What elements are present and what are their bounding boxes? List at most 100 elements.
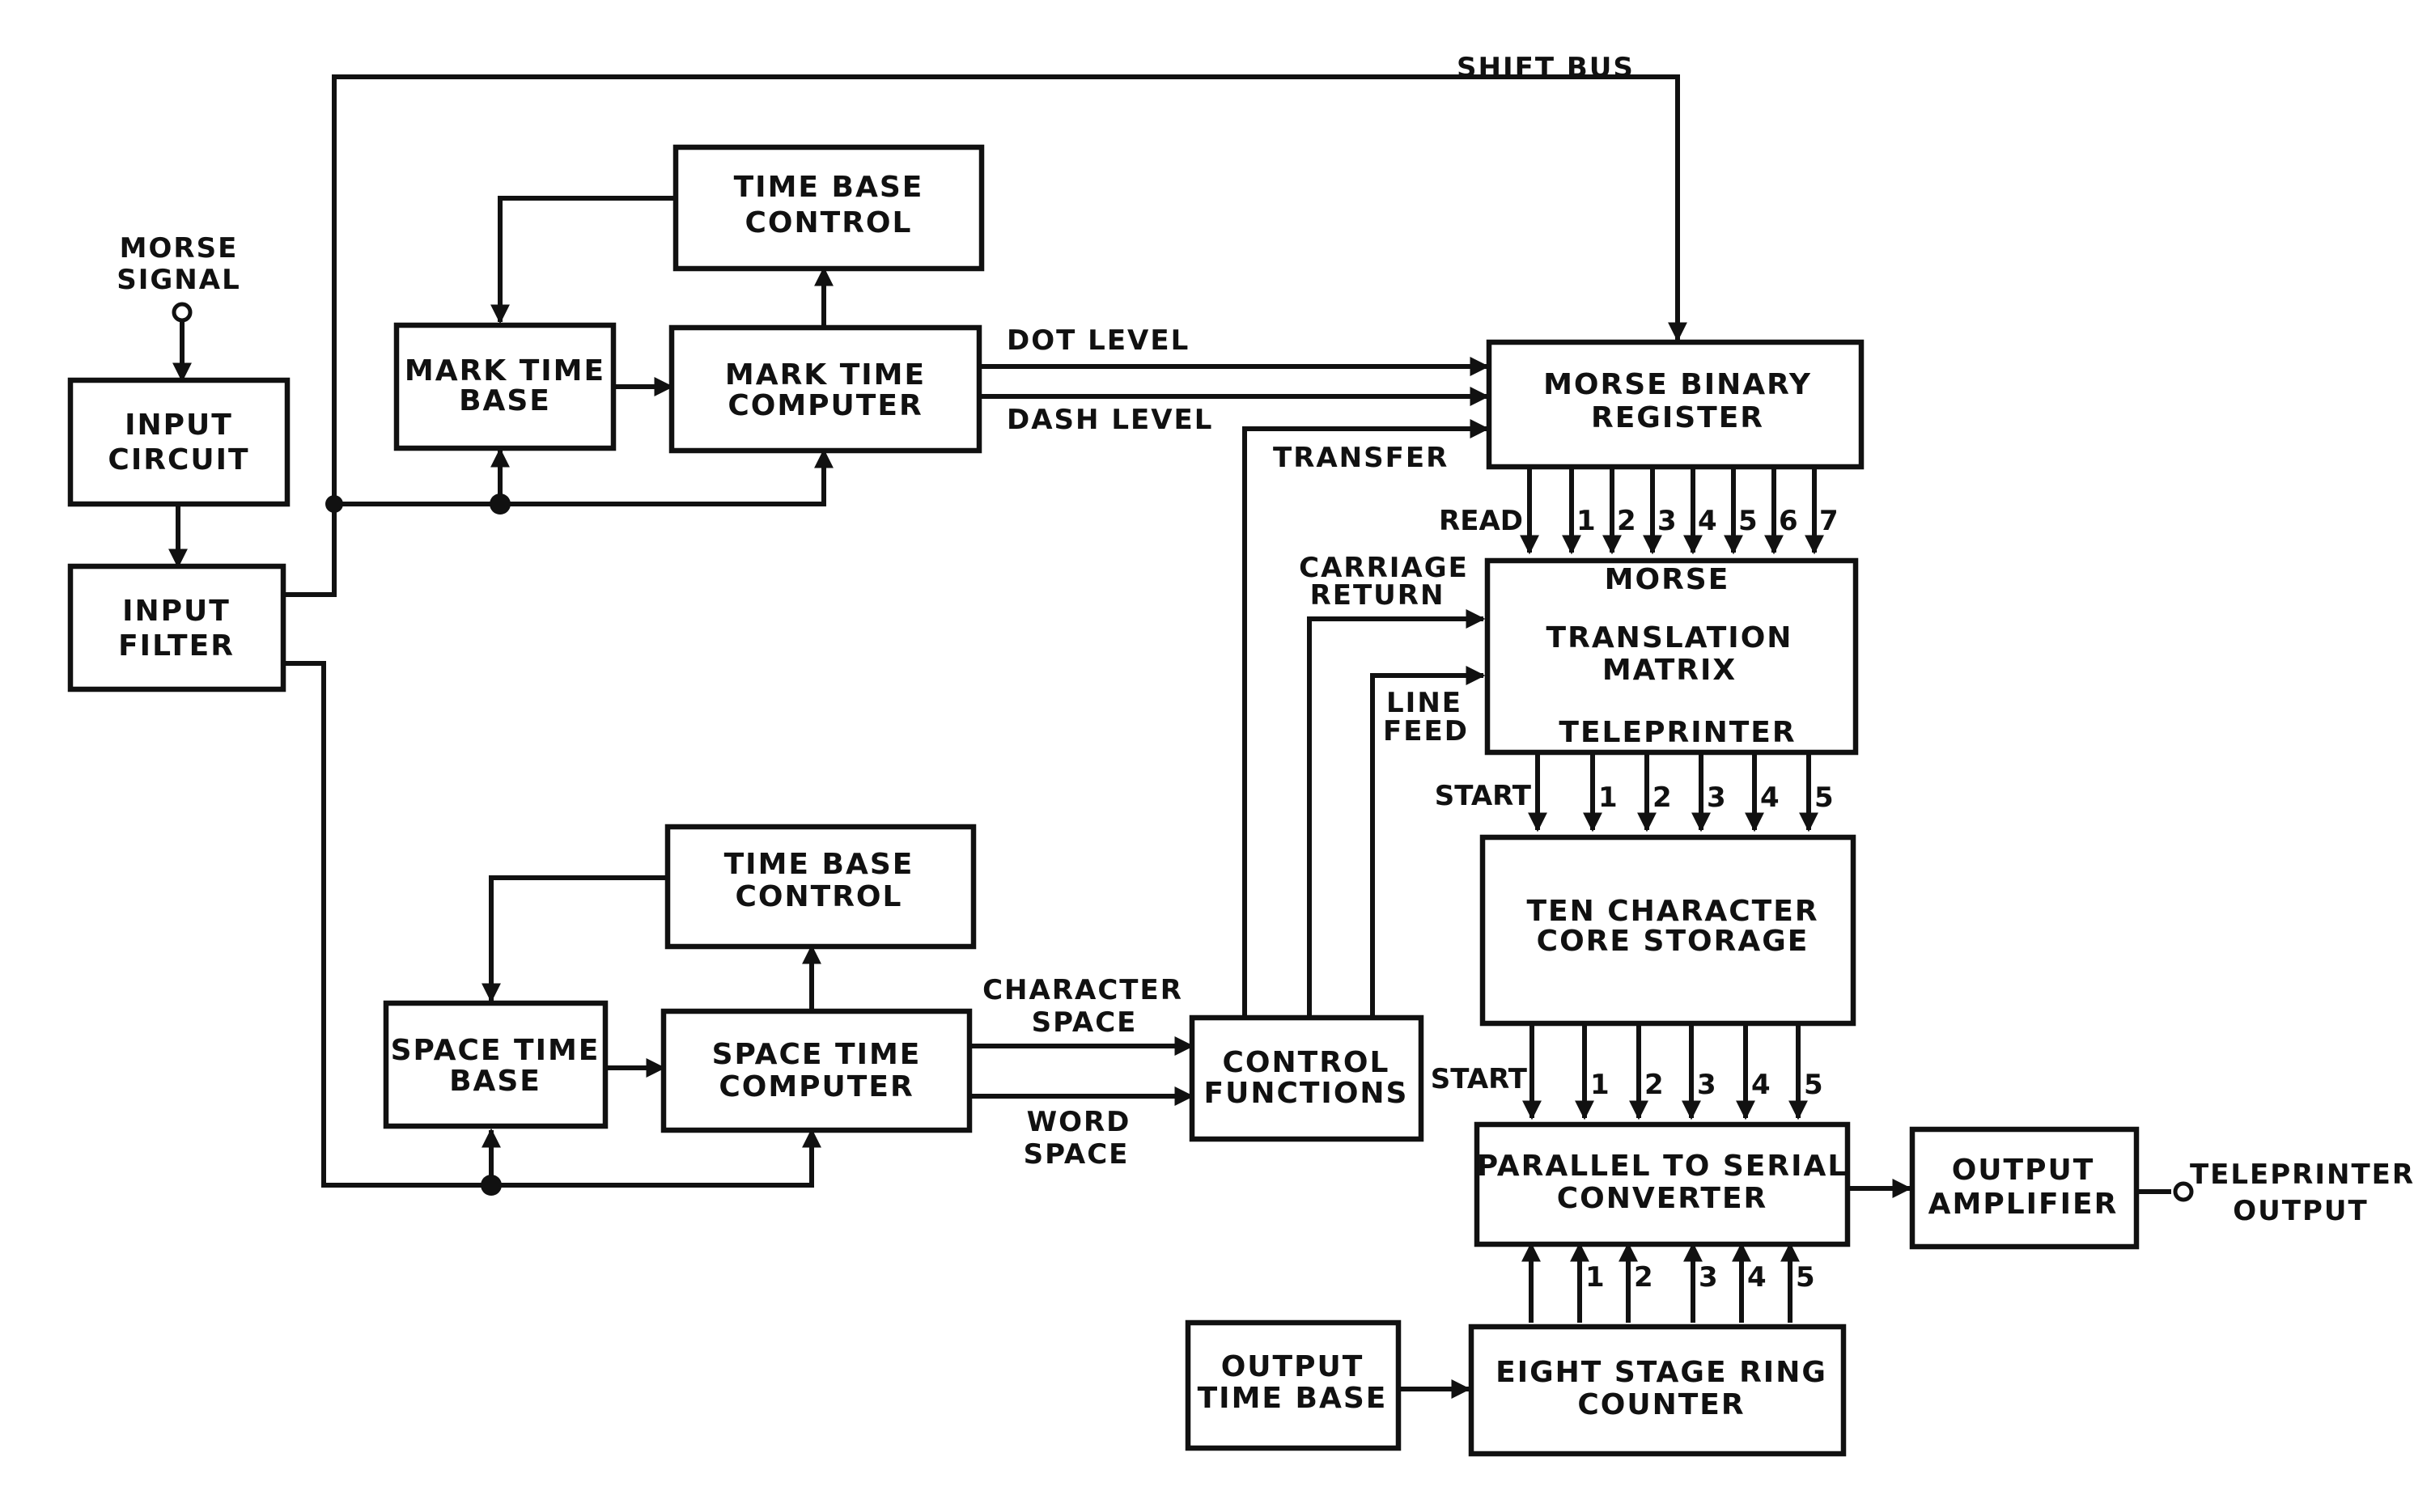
block-label: MATRIX [1602,654,1737,687]
block-mark-time-base: MARK TIME BASE [393,322,617,451]
block-label: FILTER [118,629,235,663]
bus-counter-to-converter [1521,1242,1800,1323]
block-label: COMPUTER [728,389,923,422]
block-label: CONTROL [1223,1046,1390,1079]
dot-level-label: DOT LEVEL [1007,324,1190,357]
block-label: SPACE TIME [712,1038,922,1071]
line-feed-label: FEED [1383,715,1469,748]
word-space-label: WORD [1027,1106,1131,1138]
block-label: TIME BASE [1198,1382,1388,1415]
block-space-time-base: SPACE TIME BASE [383,1000,609,1129]
block-input-filter: INPUT FILTER [67,563,286,692]
bus-label: 6 [1779,505,1798,537]
bus-label: 2 [1652,781,1672,814]
bus-label: START [1431,1063,1528,1095]
bus-label: 5 [1804,1069,1823,1101]
block-ring-counter: EIGHT STAGE RING COUNTER [1468,1324,1847,1457]
junction-dot [481,1175,502,1196]
word-space-label: SPACE [1024,1138,1130,1171]
block-time-base-control-top: TIME BASE CONTROL [672,144,985,272]
shift-bus-label: SHIFT BUS [1457,52,1635,84]
bus-label: 7 [1819,505,1839,537]
bus-label: 2 [1644,1069,1664,1101]
connection-lines [168,74,2171,1399]
block-label: INPUT [122,595,231,628]
block-input-circuit: INPUT CIRCUIT [67,377,291,507]
signal-labels: MORSE SIGNAL TELEPRINTER OUTPUT SHIFT BU… [117,52,2413,1227]
bus-label: 4 [1760,781,1780,814]
bus-storage-to-converter [1522,1023,1808,1120]
bus-label: 5 [1814,781,1834,814]
wire-tbc-to-stb [482,875,668,1003]
bus-labels-register: READ 1 2 3 4 5 6 7 [1439,505,1839,537]
block-output-amplifier: OUTPUT AMPLIFIER [1909,1126,2140,1250]
bus-register-to-matrix [1520,467,1824,555]
wire-line-feed [1370,666,1486,1018]
block-label: MARK TIME [725,358,926,392]
block-label: MARK TIME [405,354,605,388]
block-mark-time-computer: MARK TIME COMPUTER [668,324,982,454]
block-translation-matrix: MORSE TRANSLATION MATRIX TELEPRINTER [1484,557,1859,756]
bus-label: 3 [1699,1261,1718,1294]
bus-label: 4 [1747,1261,1767,1294]
block-label: COMPUTER [719,1070,914,1103]
block-label: BASE [449,1065,541,1098]
line-feed-label: LINE [1386,687,1462,719]
wire-tbc-to-mtb [490,196,676,324]
transfer-label: TRANSFER [1273,442,1449,474]
bus-label: 1 [1590,1069,1610,1101]
input-terminal-icon [172,302,193,323]
block-output-time-base: OUTPUT TIME BASE [1185,1319,1402,1451]
bus-label: 1 [1576,505,1596,537]
bus-label: 3 [1657,505,1677,537]
block-label: OUTPUT [1221,1350,1364,1383]
dash-level-label: DASH LEVEL [1007,404,1213,436]
block-label: CORE STORAGE [1537,925,1809,958]
bus-label: 3 [1697,1069,1716,1101]
block-label: BASE [459,384,551,417]
carriage-return-label: CARRIAGE [1299,552,1469,584]
bus-labels-storage: START 1 2 3 4 5 [1431,1063,1823,1101]
morse-signal-label: SIGNAL [117,264,240,296]
block-label: COUNTER [1577,1388,1745,1421]
block-control-functions: CONTROL FUNCTIONS [1189,1014,1424,1142]
block-label: PARALLEL TO SERIAL [1477,1150,1848,1183]
bus-label: 3 [1707,781,1726,814]
junction-dot [325,495,343,513]
block-label: TIME BASE [734,171,924,204]
block-label: INPUT [125,409,233,442]
block-label: EIGHT STAGE RING [1496,1356,1827,1389]
block-label: CONTROL [745,206,913,239]
block-label: TEN CHARACTER [1526,895,1818,928]
block-label: REGISTER [1591,401,1764,434]
junction-dot [490,493,511,515]
block-label: CONTROL [736,880,903,913]
bus-label: 1 [1585,1261,1605,1294]
teleprinter-output-label: OUTPUT [2233,1195,2368,1227]
bus-label: 4 [1698,505,1717,537]
block-space-time-computer: SPACE TIME COMPUTER [660,1008,973,1133]
bus-label: 5 [1796,1261,1815,1294]
matrix-top-label: MORSE [1605,563,1730,596]
block-time-base-control-bottom: TIME BASE CONTROL [664,824,977,950]
block-morse-binary-register: MORSE BINARY REGISTER [1486,339,1865,470]
block-label: TRANSLATION [1546,621,1793,654]
junctions [172,302,2194,1202]
wire-space-feed [283,661,821,1188]
wire-transfer [1242,419,1490,1018]
block-core-storage: TEN CHARACTER CORE STORAGE [1479,834,1856,1027]
character-space-label: CHARACTER [982,974,1183,1006]
block-label: CIRCUIT [108,443,249,476]
wire-mark-feed [334,448,834,506]
bus-label: 5 [1738,505,1758,537]
block-label: TIME BASE [724,848,914,881]
bus-matrix-to-storage [1528,752,1818,832]
block-label: OUTPUT [1952,1154,2095,1187]
block-label: SPACE TIME [391,1034,600,1067]
bus-label: READ [1439,505,1523,537]
matrix-bottom-label: TELEPRINTER [1559,716,1796,749]
block-label: CONVERTER [1557,1182,1768,1215]
block-label: FUNCTIONS [1204,1077,1409,1110]
bus-label: START [1435,780,1532,812]
